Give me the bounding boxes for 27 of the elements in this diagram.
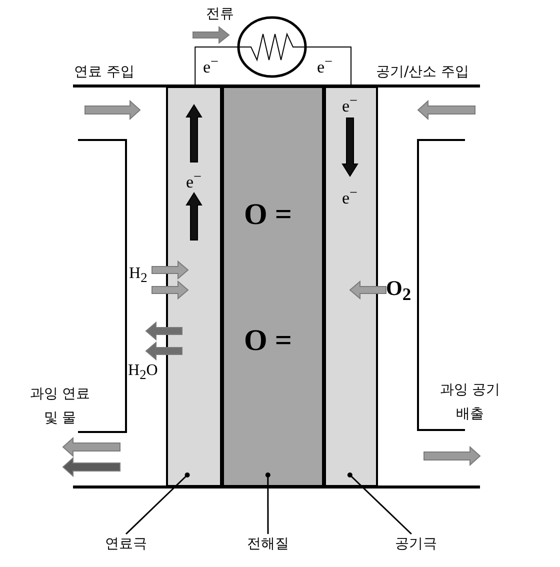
- edge-label: e$^{−}$: [203, 55, 219, 76]
- ion-label: O =: [244, 200, 292, 230]
- electron-label: e$^{−}$: [342, 186, 358, 207]
- formula-label: H$_{2}$O: [128, 363, 158, 382]
- ion-label: O =: [244, 326, 292, 356]
- leader-line: [347, 472, 412, 535]
- electron-label: e$^{−}$: [342, 94, 358, 115]
- text-label: 전류: [206, 5, 234, 24]
- text-label: 연료 주입: [74, 63, 134, 82]
- edge-label: e$^{−}$: [317, 55, 333, 76]
- electrode-band: [166, 86, 222, 487]
- formula-label: O$_{2}$: [386, 278, 412, 304]
- circuit-wire: [194, 46, 238, 86]
- formula-label: H$_{2}$: [129, 266, 148, 285]
- text-label: 과잉 연료 및 물: [28, 385, 92, 428]
- part-label: 전해질: [222, 534, 314, 556]
- text-label: 과잉 공기 배출: [438, 381, 502, 424]
- leader-line: [265, 472, 270, 534]
- part-label: 연료극: [80, 534, 172, 556]
- electrolyte-band: [222, 86, 324, 487]
- electron-label: e$^{−}$: [186, 170, 202, 191]
- resistor-symbol: [237, 16, 307, 78]
- text-label: 공기/산소 주입: [376, 63, 470, 82]
- part-label: 공기극: [370, 534, 462, 556]
- leader-line: [125, 472, 190, 535]
- circuit-wire: [306, 46, 352, 86]
- electrode-band: [324, 86, 378, 487]
